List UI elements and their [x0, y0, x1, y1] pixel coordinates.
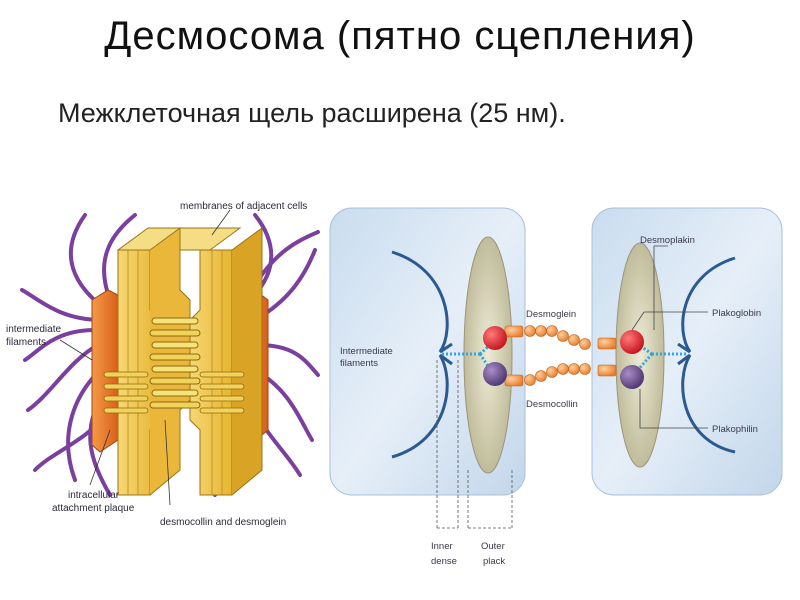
label-membranes: membranes of adjacent cells: [180, 201, 307, 212]
label-intermediate-right-2: filaments: [340, 358, 378, 369]
label-inner-1: Inner: [431, 541, 453, 552]
label-desmoglein: Desmoglein: [526, 309, 576, 320]
plakophilin-right: [620, 365, 644, 389]
label-plakophilin: Plakophilin: [712, 424, 758, 435]
plaque-proteins: [103, 371, 245, 414]
label-inner-2: dense: [431, 556, 457, 567]
page-title: Десмосома (пятно сцепления): [104, 14, 696, 58]
left-3d-desmosome: membranes of adjacent cells intermediate…: [6, 201, 320, 528]
plakophilin-left: [483, 362, 507, 386]
label-outer-2: plack: [483, 556, 505, 567]
label-intermediate-right-1: Intermediate: [340, 346, 393, 357]
label-intermediate-filaments-1: intermediate: [6, 324, 61, 335]
desmocollin-chain: [504, 363, 617, 387]
label-desmoplakin: Desmoplakin: [640, 235, 695, 246]
page-subtitle: Межклеточная щель расширена (25 нм).: [58, 98, 566, 128]
label-plakoglobin: Plakoglobin: [712, 308, 761, 319]
plakoglobin-left: [483, 326, 507, 350]
label-intermediate-filaments-2: filaments: [6, 337, 46, 348]
label-desmocollin: Desmocollin: [526, 399, 578, 410]
right-schematic-desmosome: Intermediate filaments Desmoglein Desmoc…: [329, 207, 783, 567]
desmoglein-chain: [504, 325, 617, 350]
cadherin-rods: [149, 317, 201, 409]
label-cadherins: desmocollin and desmoglein: [160, 517, 286, 528]
label-outer-1: Outer: [481, 541, 505, 552]
label-plaque-1: intracellular: [68, 490, 120, 501]
label-plaque-2: attachment plaque: [52, 503, 135, 514]
filament-arcs: [391, 250, 736, 459]
plakoglobin-right: [620, 330, 644, 354]
